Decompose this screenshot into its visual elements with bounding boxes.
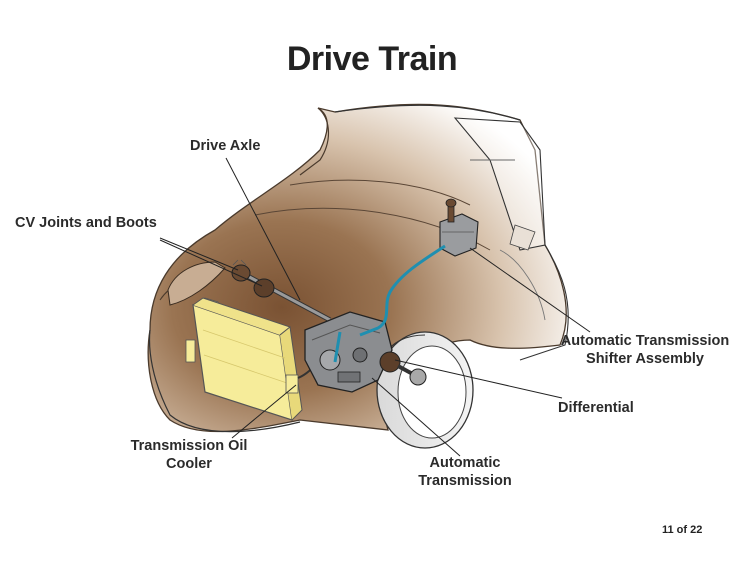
leader-lines [159,157,591,457]
label-differential: Differential [558,400,634,416]
leader-shifter [469,247,591,333]
label-automatic-line1: Automatic [429,455,501,471]
label-oil-cooler-line2: Cooler [166,456,212,472]
cv-joint-outer [231,264,251,282]
leader-cv-joints-2 [159,239,263,287]
cv-joint-inner [253,278,275,298]
label-shifter-assembly: Automatic Transmission Shifter Assembly [557,332,733,368]
label-automatic-transmission: Automatic Transmission [410,454,520,490]
label-oil-cooler-line1: Transmission Oil [130,438,248,454]
leader-cv-joints-1 [159,237,239,271]
label-cv-joints: CV Joints and Boots [15,215,157,231]
label-oil-cooler: Transmission Oil Cooler [126,437,252,473]
shifter-assembly-shape [439,198,479,257]
leader-drive-axle [225,157,301,301]
leader-automatic [371,377,461,457]
leader-differential [394,359,563,399]
label-shifter-line2: Shifter Assembly [586,351,704,367]
transmission-oil-cooler-shape [185,297,303,421]
label-automatic-line2: Transmission [418,473,512,489]
label-shifter-line1: Automatic Transmission [560,333,730,349]
differential-shape [379,351,427,386]
page-number: 11 of 22 [662,524,703,536]
leader-oil-cooler [231,384,297,439]
label-drive-axle: Drive Axle [190,138,261,154]
slide-title: Drive Train [286,40,458,78]
shift-cable [359,244,446,337]
